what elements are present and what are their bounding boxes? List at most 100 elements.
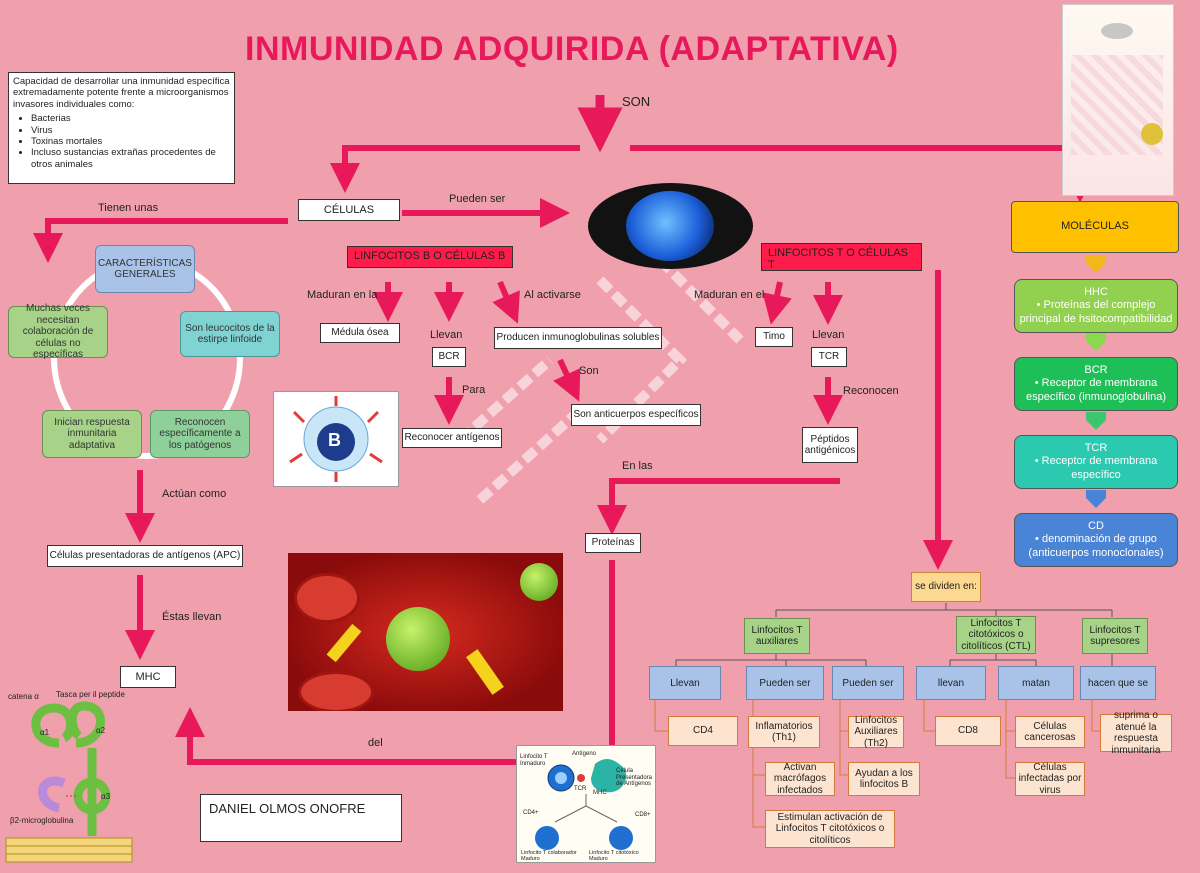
- proteinas-box: Proteínas: [585, 533, 641, 553]
- tree-auxiliares-th2: Linfocitos Auxiliares (Th2): [848, 715, 904, 749]
- anticuerpos-box: Son anticuerpos específicos: [571, 404, 701, 426]
- red-blood-cell: [294, 573, 360, 623]
- cycle-center: CARACTERÍSTICAS GENERALES: [95, 245, 195, 293]
- pathway-cell: [1141, 123, 1163, 145]
- molecula-hhc: HHC • Proteínas del complejo principal d…: [1014, 279, 1178, 333]
- molecula-cd-head: CD: [1088, 520, 1104, 533]
- celulas-box: CÉLULAS: [298, 199, 400, 221]
- intro-item: Bacterias: [31, 113, 230, 124]
- red-blood-cell: [298, 671, 374, 711]
- intro-item: Incluso sustancias extrañas procedentes …: [31, 147, 230, 170]
- apc-box: Células presentadoras de antígenos (APC): [47, 545, 243, 567]
- mhc-a1-label: α1: [40, 728, 50, 737]
- virus-particle: [386, 607, 450, 671]
- tree-suprima: suprima o atenué la respuesta inmunitari…: [1100, 710, 1172, 756]
- medula-box: Médula ósea: [320, 323, 400, 343]
- apc-inmaduro-label: Linfocito T Inmaduro: [520, 754, 548, 767]
- tree-estimulan: Estimulan activación de Linfocitos T cit…: [765, 810, 895, 848]
- lymphocyte-image: [588, 183, 753, 269]
- pueden-ser-label: Pueden ser: [449, 193, 506, 205]
- tree-ayudan: Ayudan a los linfocitos B: [848, 762, 920, 796]
- apc-diagram: Linfocito T Inmaduro Antígeno Célula Pre…: [516, 745, 656, 863]
- page-title: INMUNIDAD ADQUIRIDA (ADAPTATIVA): [245, 30, 899, 68]
- tree-matan: matan: [998, 666, 1074, 700]
- moleculas-box: MOLÉCULAS: [1011, 201, 1179, 253]
- timo-box: Timo: [755, 327, 793, 347]
- apc-cd4-label: CD4+: [523, 810, 539, 816]
- b-cell-letter: B: [328, 430, 341, 450]
- antibody: [326, 623, 362, 663]
- immune-pathway-image: [1062, 4, 1174, 196]
- tree-hacen-que-se: hacen que se: [1080, 666, 1156, 700]
- cycle-left: Muchas veces necesitan colaboración de c…: [8, 303, 108, 360]
- tree-activan: Activan macrófagos infectados: [765, 762, 835, 796]
- b-cell-icon: [289, 396, 383, 482]
- para-label: Para: [462, 384, 486, 396]
- del-label: del: [368, 737, 383, 749]
- antibody: [466, 649, 504, 695]
- mhc-b2m-label: β2-microglobulina: [10, 816, 74, 825]
- tree-cd8: CD8: [935, 716, 1001, 746]
- mhc-box: MHC: [120, 666, 176, 688]
- llevan-t-label: Llevan: [812, 329, 845, 341]
- tree-inflamatorios: Inflamatorios (Th1): [748, 716, 820, 748]
- apc-tcr-label: TCR: [574, 786, 587, 792]
- molecula-bcr: BCR • Receptor de membrana específico (i…: [1014, 357, 1178, 411]
- linfocitos-t-box: LINFOCITOS T O CÉLULAS T: [761, 243, 922, 271]
- producen-box: Producen inmunoglobulinas solubles: [494, 327, 662, 349]
- se-dividen-box: se dividen en:: [911, 572, 981, 602]
- tree-cancerosas: Células cancerosas: [1015, 716, 1085, 748]
- maduran-en-la-label: Maduran en la: [307, 289, 378, 301]
- intro-item: Virus: [31, 125, 230, 136]
- intro-list: Bacterias Virus Toxinas mortales Incluso…: [13, 113, 230, 170]
- molecula-hhc-head: HHC: [1084, 286, 1108, 299]
- antibody-watermark: [456, 256, 744, 504]
- maduran-en-el-label: Maduran en el: [694, 289, 765, 301]
- en-las-label: En las: [622, 460, 653, 472]
- author-box: DANIEL OLMOS ONOFRE: [200, 794, 402, 842]
- apc-mhc-label: MHC: [593, 790, 607, 796]
- apc-colaborador-label: Linfocito T colaborador Maduro: [521, 850, 577, 863]
- molecula-bcr-body: • Receptor de membrana específico (inmun…: [1025, 377, 1167, 403]
- molecula-cd-body: • denominación de grupo (anticuerpos mon…: [1028, 533, 1164, 559]
- llevan-b-label: Llevan: [430, 329, 463, 341]
- tree-supresores: Linfocitos T supresores: [1082, 618, 1148, 654]
- cycle-right: Son leucocitos de la estirpe linfoide: [180, 311, 280, 357]
- tree-cd4: CD4: [668, 716, 738, 746]
- tree-infectadas: Células infectadas por virus: [1015, 762, 1085, 796]
- molecula-bcr-head: BCR: [1084, 364, 1108, 377]
- al-activarse-label: Al activarse: [524, 289, 581, 301]
- molecula-hhc-body: • Proteínas del complejo principal de hs…: [1019, 299, 1173, 325]
- apc-celula-label: Célula Presentadora de Antígenos: [616, 768, 653, 788]
- molecula-cd: CD • denominación de grupo (anticuerpos …: [1014, 513, 1178, 567]
- mhc-diagram: catena α Tasca per il peptide α1 α2 α3 β…: [4, 688, 134, 866]
- mhc-catena-label: catena α: [8, 692, 39, 701]
- tree-pueden-ser2: Pueden ser: [832, 666, 904, 700]
- intro-box: Capacidad de desarrollar una inmunidad e…: [8, 72, 235, 184]
- intro-text: Capacidad de desarrollar una inmunidad e…: [13, 76, 230, 110]
- mhc-tasca-label: Tasca per il peptide: [56, 690, 125, 699]
- tree-llevan1: Llevan: [649, 666, 721, 700]
- apc-antigeno-label: Antígeno: [572, 751, 597, 757]
- molecula-tcr-head: TCR: [1084, 442, 1108, 455]
- reconocer-antigenos-box: Reconocer antígenos: [402, 428, 502, 448]
- molecula-tcr-body: • Receptor de membrana específico: [1034, 455, 1158, 481]
- bcr-box: BCR: [432, 347, 466, 367]
- reconocen-label: Reconocen: [843, 385, 899, 397]
- intro-item: Toxinas mortales: [31, 136, 230, 147]
- cycle-bottom-left: Inician respuesta inmunitaria adaptativa: [42, 410, 142, 458]
- actuan-como-label: Actúan como: [162, 488, 227, 500]
- tree-pueden-ser1: Pueden ser: [746, 666, 824, 700]
- b-cell-icon-box: B: [273, 391, 399, 487]
- lymphocyte-cell: [626, 191, 714, 261]
- linfocitos-b-box: LINFOCITOS B O CÉLULAS B: [347, 246, 513, 268]
- tree-llevan2: llevan: [916, 666, 986, 700]
- virus-image: [288, 553, 563, 711]
- tree-citotoxicos: Linfocitos T citotóxicos o citolíticos (…: [956, 616, 1036, 654]
- tree-auxiliares: Linfocitos T auxiliares: [744, 618, 810, 654]
- son-label: SON: [622, 94, 651, 109]
- apc-drawing: [535, 759, 633, 850]
- peptidos-box: Péptidos antigénicos: [802, 427, 858, 463]
- mhc-molecule-drawing: [5, 701, 133, 863]
